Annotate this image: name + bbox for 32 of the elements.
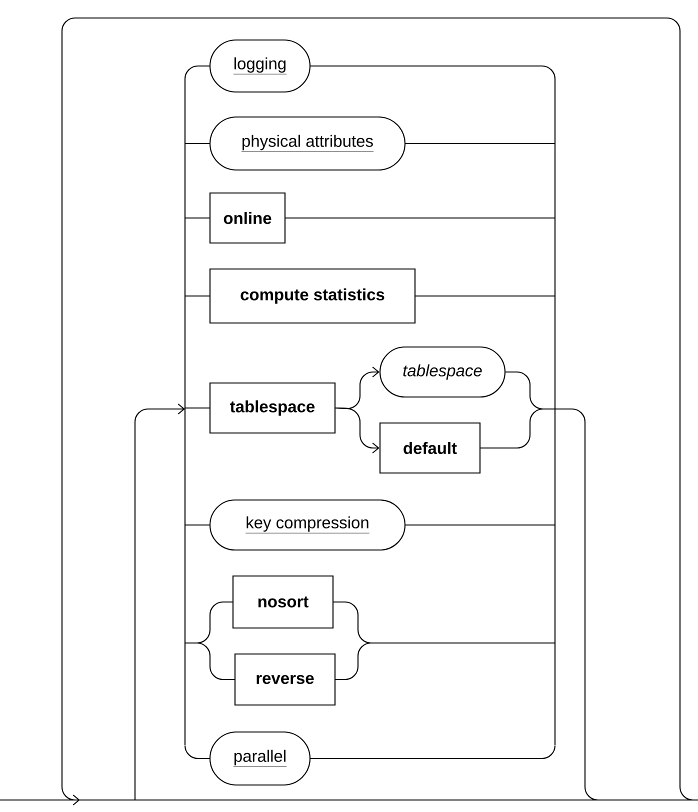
track-line — [555, 408, 598, 801]
nonterminal-pill: tablespace — [379, 346, 506, 398]
nonterminal-pill: logging — [209, 39, 311, 93]
track-line — [185, 642, 234, 680]
track-line — [480, 408, 555, 449]
keyword-box: tablespace — [209, 382, 336, 434]
rail-line — [184, 79, 186, 745]
track-line — [185, 217, 210, 219]
track-line — [416, 295, 555, 297]
track-line — [406, 142, 555, 144]
nonterminal-pill: key compression — [209, 499, 406, 551]
track-line — [185, 295, 210, 297]
rail-line — [554, 79, 556, 745]
nonterminal-pill: physical attributes — [209, 116, 406, 171]
track-line — [406, 524, 555, 526]
track-line — [185, 142, 210, 144]
keyword-box: online — [209, 192, 286, 244]
track-line — [185, 524, 210, 526]
track-line — [185, 407, 210, 409]
track-line — [184, 744, 210, 760]
keyword-box: nosort — [232, 575, 334, 629]
track-line — [134, 404, 185, 800]
track-line — [184, 65, 210, 80]
nonterminal-pill: parallel — [209, 731, 311, 786]
keyword-box: reverse — [234, 653, 336, 706]
keyword-box: default — [379, 422, 481, 474]
track-line — [286, 217, 555, 219]
keyword-box: compute statistics — [209, 268, 416, 324]
track-line — [310, 744, 556, 760]
track-line — [336, 642, 555, 680]
track-line — [310, 65, 556, 80]
track-line — [336, 407, 380, 454]
